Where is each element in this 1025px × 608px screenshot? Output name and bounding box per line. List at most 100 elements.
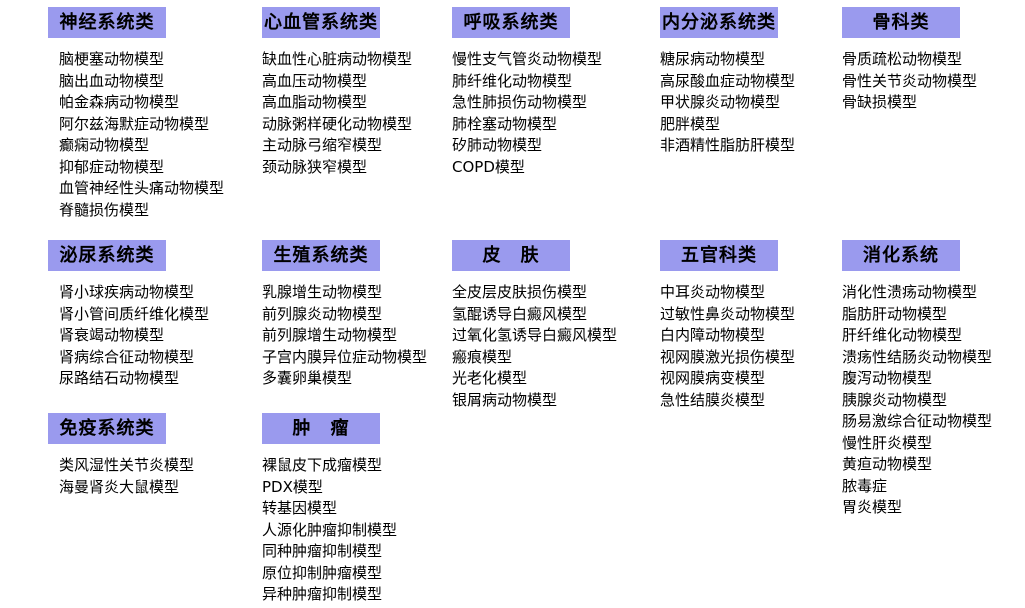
list-item[interactable]: 肝纤维化动物模型 — [842, 326, 963, 344]
list-item[interactable]: 肾小球疾病动物模型 — [59, 283, 195, 301]
list-item[interactable]: 骨质疏松动物模型 — [842, 50, 963, 68]
category-list-urinary: 肾小球疾病动物模型 肾小管间质纤维化模型 肾衰竭动物模型 肾病综合征动物模型 尿… — [48, 271, 210, 390]
list-item[interactable]: 肠易激综合征动物模型 — [842, 412, 993, 430]
category-block-reproductive: 生殖系统类 乳腺增生动物模型 前列腺炎动物模型 前列腺增生动物模型 子宫内膜异位… — [262, 240, 428, 390]
list-item[interactable]: 过敏性鼻炎动物模型 — [660, 304, 796, 323]
list-item[interactable]: 高血压动物模型 — [262, 71, 368, 90]
list-item[interactable]: 肾衰竭动物模型 — [59, 326, 165, 344]
category-block-respiratory: 呼吸系统类 慢性支气管炎动物模型 肺纤维化动物模型 急性肺损伤动物模型 肺栓塞动… — [452, 7, 603, 178]
list-item[interactable]: 多囊卵巢模型 — [262, 369, 353, 387]
category-list-digestive: 消化性溃疡动物模型 脂肪肝动物模型 肝纤维化动物模型 溃疡性结肠炎动物模型 腹泻… — [842, 271, 993, 519]
list-item[interactable]: 高尿酸血症动物模型 — [660, 71, 796, 90]
list-item[interactable]: 黄疸动物模型 — [842, 455, 933, 473]
list-item[interactable]: 慢性肝炎模型 — [842, 433, 933, 452]
list-item[interactable]: 肾病综合征动物模型 — [59, 347, 195, 366]
category-list-reproductive: 乳腺增生动物模型 前列腺炎动物模型 前列腺增生动物模型 子宫内膜异位症动物模型 … — [262, 271, 428, 390]
list-item[interactable]: 肺纤维化动物模型 — [452, 71, 573, 90]
list-item[interactable]: 瘢痕模型 — [452, 347, 513, 366]
list-item[interactable]: 急性结膜炎模型 — [660, 390, 766, 409]
category-list-skin: 全皮层皮肤损伤模型 氢醌诱导白癜风模型 过氧化氢诱导白癜风模型 瘢痕模型 光老化… — [452, 271, 618, 411]
list-item[interactable]: 脊髓损伤模型 — [59, 200, 150, 219]
list-item[interactable]: 前列腺增生动物模型 — [262, 326, 398, 344]
list-item[interactable]: 海曼肾炎大鼠模型 — [59, 477, 180, 496]
list-item[interactable]: 腹泻动物模型 — [842, 369, 933, 387]
list-item[interactable]: 全皮层皮肤损伤模型 — [452, 283, 588, 301]
list-item[interactable]: 消化性溃疡动物模型 — [842, 283, 978, 301]
list-item[interactable]: 视网膜病变模型 — [660, 369, 766, 387]
list-item[interactable]: 白内障动物模型 — [660, 326, 766, 344]
list-item[interactable]: 肾小管间质纤维化模型 — [59, 304, 210, 323]
list-item[interactable]: 同种肿瘤抑制模型 — [262, 542, 383, 560]
list-item[interactable]: 裸鼠皮下成瘤模型 — [262, 456, 383, 474]
list-item[interactable]: 癫痫动物模型 — [59, 136, 150, 154]
list-item[interactable]: 子宫内膜异位症动物模型 — [262, 347, 428, 366]
list-item[interactable]: 脂肪肝动物模型 — [842, 304, 948, 323]
list-item[interactable]: 乳腺增生动物模型 — [262, 283, 383, 301]
category-list-ent-eye: 中耳炎动物模型 过敏性鼻炎动物模型 白内障动物模型 视网膜激光损伤模型 视网膜病… — [660, 271, 796, 411]
list-item[interactable]: 缺血性心脏病动物模型 — [262, 50, 413, 68]
category-title-urinary: 泌尿系统类 — [48, 240, 166, 271]
list-item[interactable]: 脓毒症 — [842, 476, 888, 495]
list-item[interactable]: 主动脉弓缩窄模型 — [262, 136, 383, 154]
list-item[interactable]: COPD模型 — [452, 157, 525, 176]
category-list-neuro: 脑梗塞动物模型 脑出血动物模型 帕金森病动物模型 阿尔兹海默症动物模型 癫痫动物… — [48, 38, 225, 221]
list-item[interactable]: 脑出血动物模型 — [59, 71, 165, 90]
category-block-urinary: 泌尿系统类 肾小球疾病动物模型 肾小管间质纤维化模型 肾衰竭动物模型 肾病综合征… — [48, 240, 210, 390]
category-title-immune: 免疫系统类 — [48, 413, 166, 444]
list-item[interactable]: 甲状腺炎动物模型 — [660, 93, 781, 111]
list-item[interactable]: 慢性支气管炎动物模型 — [452, 50, 603, 68]
list-item[interactable]: 过氧化氢诱导白癜风模型 — [452, 326, 618, 344]
list-item[interactable]: 抑郁症动物模型 — [59, 157, 165, 176]
list-item[interactable]: 人源化肿瘤抑制模型 — [262, 520, 398, 539]
list-item[interactable]: 糖尿病动物模型 — [660, 50, 766, 68]
list-item[interactable]: 前列腺炎动物模型 — [262, 304, 383, 323]
list-item[interactable]: 颈动脉狭窄模型 — [262, 157, 368, 176]
category-block-endocrine: 内分泌系统类 糖尿病动物模型 高尿酸血症动物模型 甲状腺炎动物模型 肥胖模型 非… — [660, 7, 796, 157]
list-item[interactable]: 脑梗塞动物模型 — [59, 50, 165, 68]
category-block-immune: 免疫系统类 类风湿性关节炎模型 海曼肾炎大鼠模型 — [48, 413, 195, 498]
category-title-ent-eye: 五官科类 — [660, 240, 778, 271]
list-item[interactable]: 高血脂动物模型 — [262, 93, 368, 111]
list-item[interactable]: 阿尔兹海默症动物模型 — [59, 114, 210, 133]
category-title-endocrine: 内分泌系统类 — [660, 7, 778, 38]
list-item[interactable]: 肥胖模型 — [660, 114, 721, 133]
list-item[interactable]: 胰腺炎动物模型 — [842, 390, 948, 409]
list-item[interactable]: 非酒精性脂肪肝模型 — [660, 136, 796, 154]
category-block-neuro: 神经系统类 脑梗塞动物模型 脑出血动物模型 帕金森病动物模型 阿尔兹海默症动物模… — [48, 7, 225, 221]
list-item[interactable]: 骨性关节炎动物模型 — [842, 71, 978, 90]
list-item[interactable]: 溃疡性结肠炎动物模型 — [842, 347, 993, 366]
category-list-respiratory: 慢性支气管炎动物模型 肺纤维化动物模型 急性肺损伤动物模型 肺栓塞动物模型 矽肺… — [452, 38, 603, 178]
list-item[interactable]: 急性肺损伤动物模型 — [452, 93, 588, 111]
category-title-orthopedics: 骨科类 — [842, 7, 960, 38]
list-item[interactable]: 尿路结石动物模型 — [59, 369, 180, 387]
list-item[interactable]: 原位抑制肿瘤模型 — [262, 563, 383, 582]
list-item[interactable]: 视网膜激光损伤模型 — [660, 347, 796, 366]
category-list-immune: 类风湿性关节炎模型 海曼肾炎大鼠模型 — [48, 444, 195, 498]
list-item[interactable]: 血管神经性头痛动物模型 — [59, 179, 225, 197]
list-item[interactable]: 异种肿瘤抑制模型 — [262, 585, 383, 603]
category-list-endocrine: 糖尿病动物模型 高尿酸血症动物模型 甲状腺炎动物模型 肥胖模型 非酒精性脂肪肝模… — [660, 38, 796, 157]
category-title-skin: 皮 肤 — [452, 240, 570, 271]
category-block-ent-eye: 五官科类 中耳炎动物模型 过敏性鼻炎动物模型 白内障动物模型 视网膜激光损伤模型… — [660, 240, 796, 411]
list-item[interactable]: 中耳炎动物模型 — [660, 283, 766, 301]
list-item[interactable]: 动脉粥样硬化动物模型 — [262, 114, 413, 133]
list-item[interactable]: PDX模型 — [262, 477, 323, 496]
list-item[interactable]: 肺栓塞动物模型 — [452, 114, 558, 133]
category-block-digestive: 消化系统 消化性溃疡动物模型 脂肪肝动物模型 肝纤维化动物模型 溃疡性结肠炎动物… — [842, 240, 993, 519]
category-block-skin: 皮 肤 全皮层皮肤损伤模型 氢醌诱导白癜风模型 过氧化氢诱导白癜风模型 瘢痕模型… — [452, 240, 618, 411]
category-title-neuro: 神经系统类 — [48, 7, 166, 38]
category-block-cardiovascular: 心血管系统类 缺血性心脏病动物模型 高血压动物模型 高血脂动物模型 动脉粥样硬化… — [262, 7, 413, 178]
list-item[interactable]: 转基因模型 — [262, 499, 338, 517]
category-list-tumor: 裸鼠皮下成瘤模型 PDX模型 转基因模型 人源化肿瘤抑制模型 同种肿瘤抑制模型 … — [262, 444, 398, 606]
list-item[interactable]: 类风湿性关节炎模型 — [59, 456, 195, 474]
list-item[interactable]: 银屑病动物模型 — [452, 390, 558, 409]
category-title-digestive: 消化系统 — [842, 240, 960, 271]
list-item[interactable]: 矽肺动物模型 — [452, 136, 543, 154]
list-item[interactable]: 帕金森病动物模型 — [59, 93, 180, 111]
category-list-cardiovascular: 缺血性心脏病动物模型 高血压动物模型 高血脂动物模型 动脉粥样硬化动物模型 主动… — [262, 38, 413, 178]
list-item[interactable]: 胃炎模型 — [842, 498, 903, 516]
list-item[interactable]: 骨缺损模型 — [842, 93, 918, 111]
list-item[interactable]: 光老化模型 — [452, 369, 528, 387]
list-item[interactable]: 氢醌诱导白癜风模型 — [452, 304, 588, 323]
